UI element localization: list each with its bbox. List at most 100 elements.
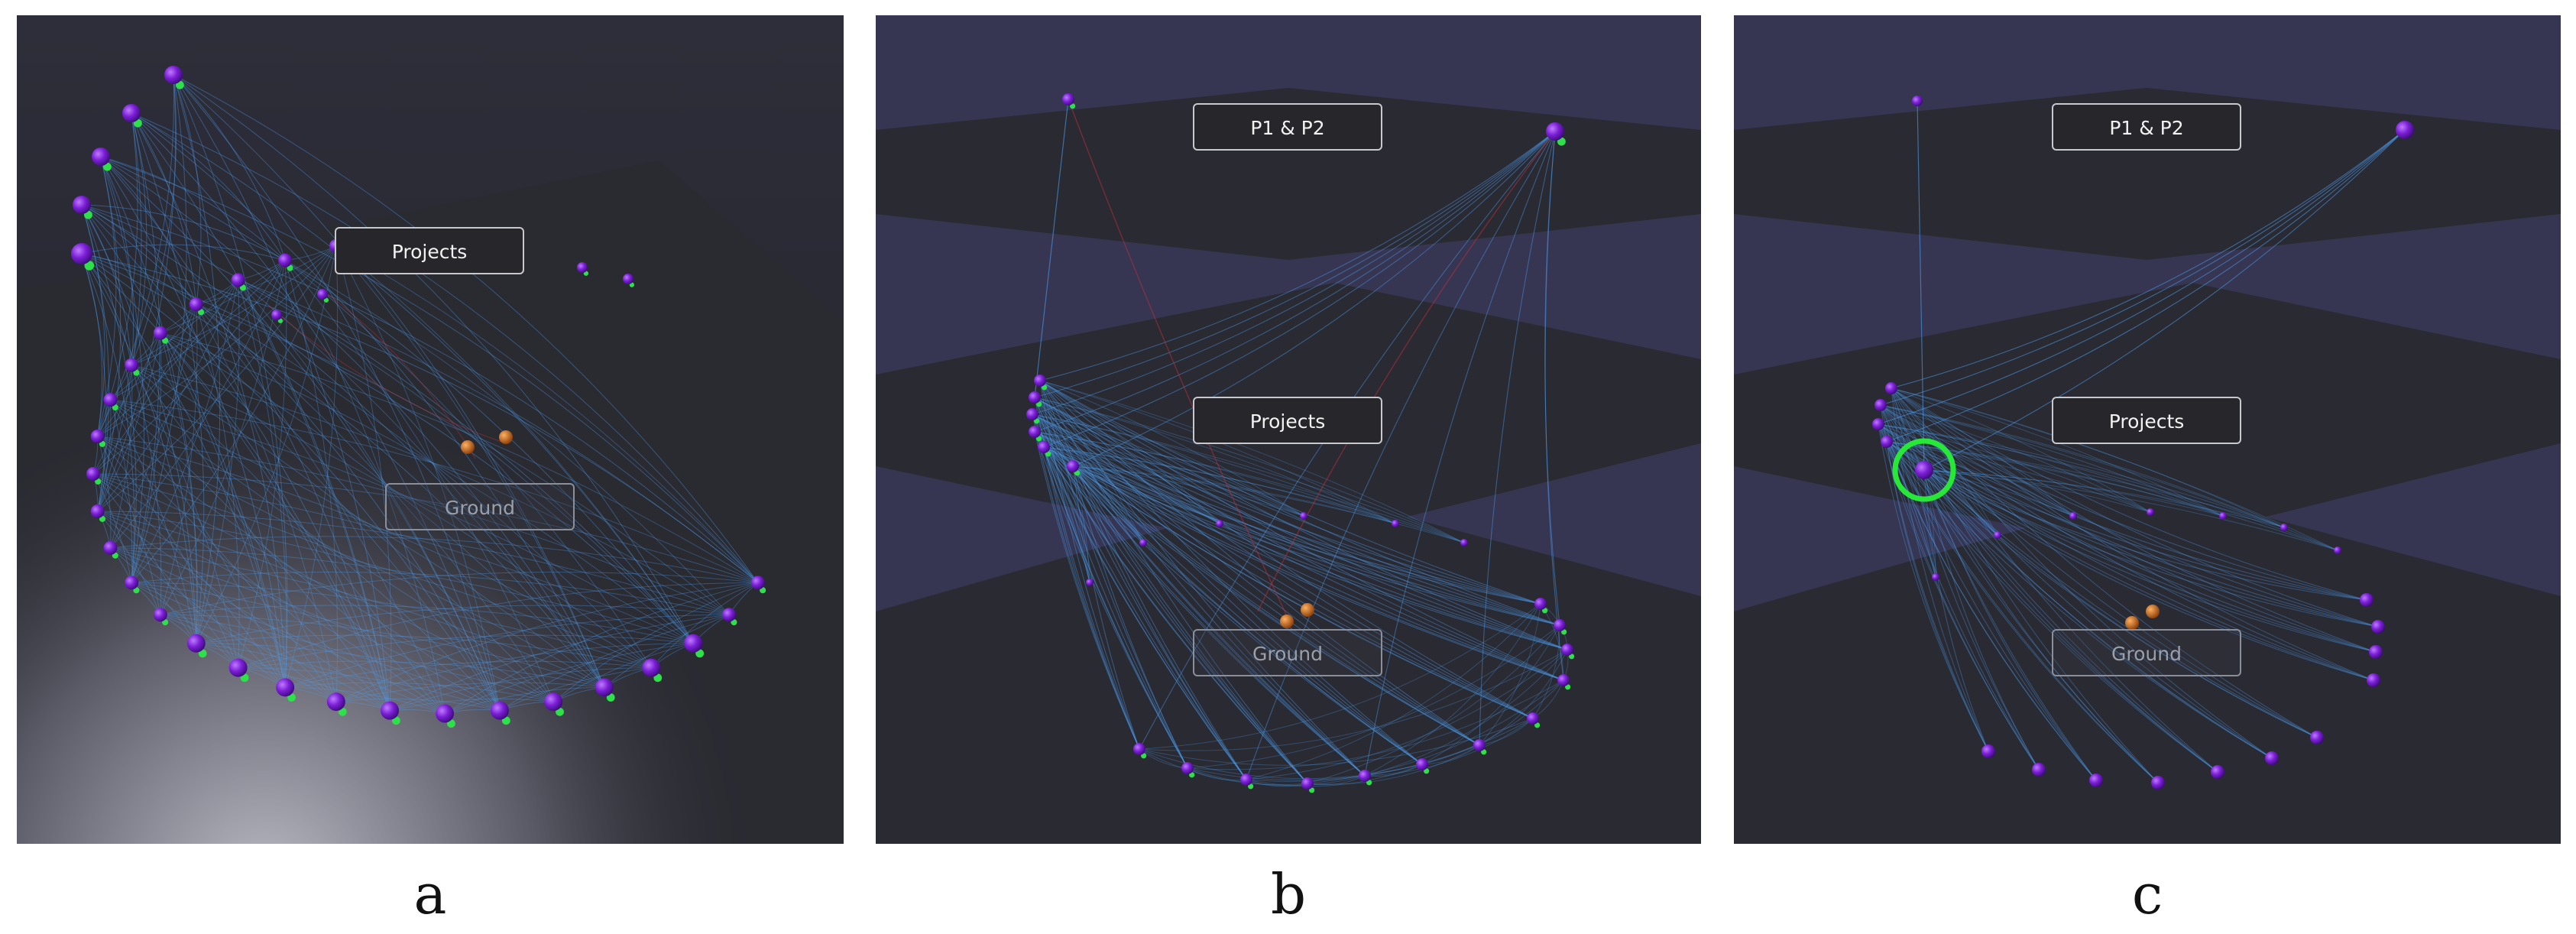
- edge: [160, 332, 605, 688]
- edge: [1043, 446, 1140, 750]
- label-p1-p2: P1 & P2: [1193, 103, 1382, 151]
- orange-node: [1301, 603, 1314, 617]
- node: [1885, 382, 1897, 394]
- node: [1026, 408, 1039, 420]
- edge: [1880, 404, 2151, 513]
- edge: [1891, 388, 1936, 578]
- edge: [1886, 129, 2406, 443]
- edge: [196, 304, 337, 702]
- node: [1416, 758, 1428, 770]
- edge: [92, 473, 605, 688]
- edge: [110, 547, 501, 712]
- edge: [110, 399, 501, 711]
- edge: [238, 582, 758, 669]
- edge: [1043, 446, 1465, 543]
- node: [1038, 441, 1050, 453]
- orange-node: [2125, 616, 2139, 630]
- edge: [1891, 388, 2074, 517]
- nodes-a: [71, 66, 766, 728]
- edge: [81, 253, 501, 711]
- edge: [1072, 465, 1564, 681]
- node: [71, 243, 92, 264]
- edge: [160, 332, 286, 688]
- floor-plane-top: [1734, 88, 2561, 260]
- node: [122, 104, 141, 122]
- edge: [196, 303, 554, 702]
- edge: [1878, 423, 2218, 773]
- edge: [1139, 718, 1534, 766]
- edge: [160, 332, 759, 583]
- edge: [1034, 431, 1564, 681]
- floor-plane-top: [876, 88, 1701, 260]
- edge: [97, 245, 337, 512]
- edge: [552, 582, 759, 702]
- edge: [1878, 423, 2097, 781]
- edge: [131, 112, 694, 644]
- edge: [92, 365, 132, 475]
- edge: [1880, 404, 2318, 738]
- edge: [1032, 413, 1541, 605]
- edge: [81, 204, 286, 688]
- edge: [651, 582, 759, 668]
- edge: [284, 260, 339, 702]
- edge: [92, 473, 694, 644]
- edge: [110, 304, 197, 549]
- edge: [81, 253, 759, 583]
- edge: [131, 112, 759, 583]
- highlight-ring: [1892, 438, 1956, 502]
- node: [2360, 593, 2373, 607]
- node: [1527, 712, 1539, 725]
- node: [1912, 96, 1923, 106]
- edge: [81, 244, 286, 261]
- edge: [1364, 718, 1534, 777]
- graph-view-a: [17, 15, 844, 844]
- node: [1994, 531, 2001, 539]
- caption-a: a: [413, 862, 447, 926]
- edge: [335, 245, 501, 711]
- node: [642, 658, 661, 677]
- edge: [1034, 397, 1560, 626]
- edge: [1034, 431, 1308, 784]
- edge: [1891, 388, 1989, 752]
- edge: [131, 582, 337, 702]
- caption-b: b: [1270, 862, 1307, 926]
- edge: [1034, 397, 1090, 583]
- edge: [1034, 431, 1247, 780]
- edge: [1032, 413, 1534, 719]
- edge: [81, 204, 109, 512]
- node: [381, 701, 400, 720]
- edge: [1034, 431, 1140, 750]
- edge: [1886, 441, 2159, 783]
- edge: [1139, 649, 1568, 751]
- edge: [1072, 465, 1144, 543]
- edge: [97, 280, 239, 437]
- edge: [1878, 423, 2273, 759]
- edge: [1878, 129, 2406, 425]
- node: [231, 273, 245, 287]
- edge: [1032, 413, 1423, 765]
- node: [90, 429, 105, 443]
- edge: [97, 511, 554, 702]
- node: [186, 634, 206, 653]
- edge: [1923, 469, 1989, 752]
- edge: [1878, 423, 2074, 517]
- edge: [81, 253, 390, 711]
- label-p1-p2: P1 & P2: [2052, 103, 2241, 151]
- floor-plane-low: [876, 489, 1701, 844]
- edge: [131, 112, 390, 711]
- label-ground: Ground: [385, 483, 575, 530]
- node: [1392, 520, 1399, 527]
- node: [1086, 579, 1094, 586]
- node: [2369, 645, 2383, 659]
- edge: [1034, 431, 1465, 543]
- edge: [1072, 465, 1560, 626]
- edge: [1034, 397, 1465, 543]
- edge: [97, 436, 161, 615]
- edge: [81, 204, 105, 437]
- edge: [97, 112, 142, 512]
- edge: [1544, 131, 1564, 681]
- edge: [1880, 404, 2338, 551]
- edge: [160, 332, 694, 644]
- node: [1546, 122, 1564, 141]
- edge: [1039, 380, 1541, 605]
